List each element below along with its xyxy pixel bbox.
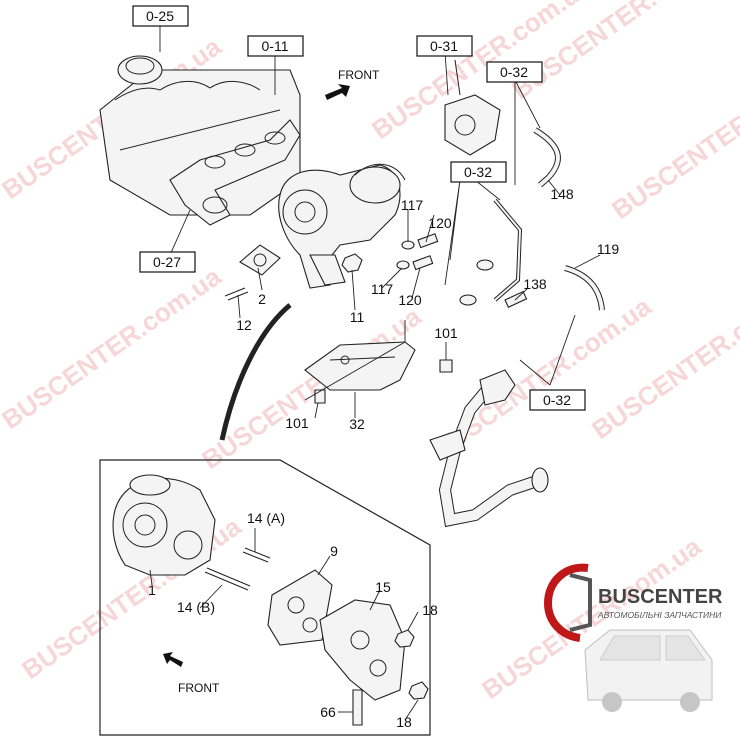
logo-tagline: АВТОМОБІЛЬНІ ЗАПЧАСТИНИ [597, 610, 722, 620]
detail-callout-arc [219, 303, 292, 441]
part-number: 101 [434, 325, 458, 341]
buscenter-logo: BUSCENTER АВТОМОБІЛЬНІ ЗАПЧАСТИНИ [543, 563, 723, 712]
part-number: 14 (A) [247, 510, 285, 526]
front-arrow-top: FRONT [325, 68, 380, 100]
ref-label: 0-32 [464, 164, 492, 180]
ref-box: 0-27 [139, 251, 196, 273]
part-number: 14 (B) [177, 599, 215, 615]
watermark: BUSCENTER.com.ua [586, 271, 740, 445]
oil-return-hose [564, 266, 604, 311]
stud [204, 567, 251, 591]
inset-gasket [267, 569, 333, 646]
part-number: 12 [236, 317, 252, 333]
bolt [439, 359, 453, 373]
ref-label: 0-27 [153, 254, 181, 270]
inset-frame [99, 459, 431, 736]
washer-bolt-set [396, 233, 439, 271]
ref-box: 0-25 [132, 5, 189, 27]
bolt [352, 689, 363, 726]
stud [224, 287, 249, 301]
part-number: 15 [375, 579, 391, 595]
front-arrow-bottom: FRONT [163, 652, 220, 695]
ref-box: 0-32 [529, 389, 586, 411]
part-number: 138 [523, 276, 547, 292]
part-number: 117 [401, 197, 424, 213]
front-label: FRONT [338, 68, 380, 82]
part-number: 120 [398, 292, 422, 308]
part-number: 11 [350, 309, 365, 325]
part-number: 119 [597, 241, 620, 257]
part-number: 66 [320, 704, 336, 720]
water-pipe-assembly [429, 369, 549, 528]
logo-brand: BUSCENTER [598, 586, 723, 608]
part-number: 32 [349, 416, 365, 432]
front-label: FRONT [178, 681, 220, 695]
watermark: BUSCENTER.com.ua [606, 51, 740, 225]
water-outlet-housing [444, 59, 501, 156]
turbo-gasket [239, 244, 281, 276]
ref-box: 0-31 [416, 35, 473, 57]
part-number: 148 [550, 186, 574, 202]
part-number: 18 [396, 714, 412, 730]
ref-box: 0-32 [450, 161, 507, 183]
part-number: 117 [371, 281, 394, 297]
part-number: 2 [258, 291, 266, 307]
nut [408, 681, 429, 700]
oil-pipe-bracket [304, 341, 416, 391]
leader-lines [149, 25, 601, 721]
oil-feed-pipe [459, 198, 523, 306]
engine-block [99, 55, 301, 216]
van-icon [584, 629, 713, 712]
ref-box: 0-11 [247, 35, 304, 57]
ref-label: 0-32 [500, 64, 528, 80]
ref-label: 0-25 [146, 8, 174, 24]
exhaust-manifold [169, 119, 301, 226]
part-number: 101 [285, 415, 309, 431]
ref-label: 0-11 [262, 38, 289, 54]
part-numbers: 2 12 11 117 120 117 120 148 119 138 101 … [148, 186, 619, 730]
heat-shield [319, 599, 406, 701]
part-number: 1 [148, 582, 156, 598]
part-number: 9 [330, 543, 338, 559]
logo-mark [543, 563, 589, 642]
ref-label: 0-31 [430, 38, 458, 54]
ref-label: 0-32 [543, 392, 571, 408]
nut [341, 253, 363, 273]
turbocharger-upper [278, 163, 406, 289]
stud [242, 547, 271, 563]
part-number: 18 [422, 602, 438, 618]
bolt [314, 389, 326, 404]
turbocharger-inset [112, 474, 216, 576]
watermark: BUSCENTER.com.ua [196, 301, 427, 475]
watermark: BUSCENTER.com.ua [0, 261, 227, 435]
ref-box: 0-32 [486, 61, 543, 83]
logo-mark [569, 573, 592, 632]
water-hose [533, 128, 560, 187]
part-number: 120 [428, 215, 452, 231]
